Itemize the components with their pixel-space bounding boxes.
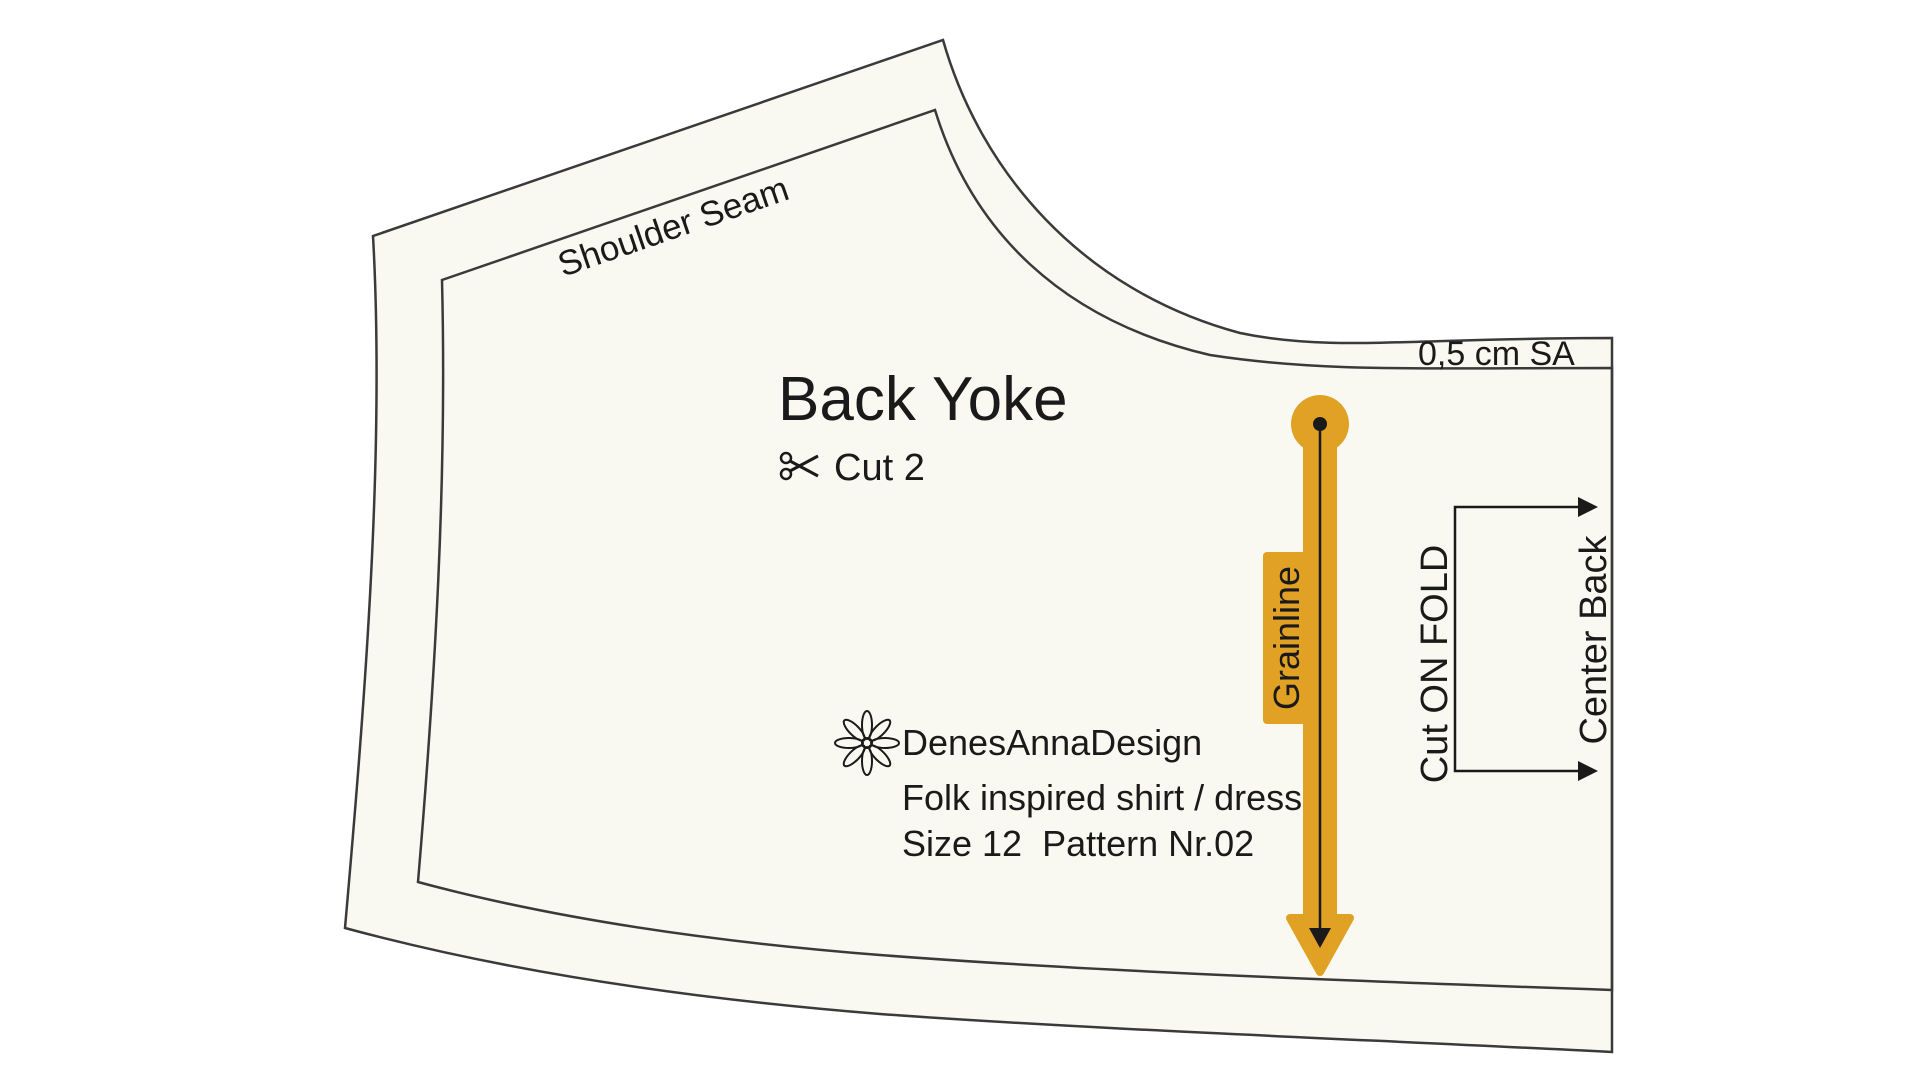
scissors-icon — [779, 451, 819, 481]
outer-cutting-line — [343, 38, 1614, 1054]
grainline-label-tab — [1263, 552, 1309, 724]
seam-allowance-label: 0,5 cm SA — [1418, 335, 1575, 373]
description-line-2: Size 12 Pattern Nr.02 — [902, 823, 1254, 864]
cut-on-fold-label: Cut ON FOLD — [1414, 545, 1456, 784]
cut-instruction: Cut 2 — [834, 447, 925, 489]
flower-logo-icon — [834, 710, 900, 776]
brand-name: DenesAnnaDesign — [902, 722, 1202, 763]
piece-title: Back Yoke — [778, 365, 1068, 434]
fold-bracket — [1453, 497, 1598, 781]
grainline-label: Grainline — [1266, 566, 1307, 710]
description-line-1: Folk inspired shirt / dress — [902, 777, 1302, 818]
inner-sewing-line — [416, 108, 1614, 992]
fold-arrow-top — [1578, 497, 1598, 517]
center-back-label: Center Back — [1573, 534, 1615, 744]
fold-arrow-bottom — [1578, 761, 1598, 781]
grainline-marker — [1263, 395, 1354, 976]
